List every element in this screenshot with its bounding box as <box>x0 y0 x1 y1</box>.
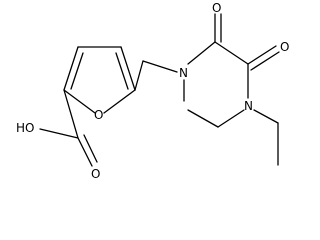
carboxylic-acid-group <box>39 89 98 167</box>
bond-c3-o-b <box>250 51 280 71</box>
bond-c3-o-a <box>247 45 277 65</box>
bond-c2-c3-inner <box>70 52 84 90</box>
chemical-structure: HO O O N N O O <box>16 1 289 181</box>
furan-oxygen-label: O <box>94 108 103 122</box>
methylene-linker <box>134 60 178 91</box>
ethyl-group <box>253 109 279 166</box>
bond-c2-c3 <box>63 46 79 91</box>
bond-c5-ch2 <box>134 60 144 91</box>
piperazine-n1-label: N <box>179 66 188 80</box>
carbonyl-groups <box>214 13 280 71</box>
piperazine-ring <box>183 41 249 128</box>
bond-carboxyl-oh <box>39 128 79 139</box>
keto-oxygen-2-label: O <box>212 1 221 15</box>
bond-carboxyl-o-b <box>83 134 98 163</box>
bond-ch2-n1 <box>142 60 178 73</box>
bond-n4-c5 <box>217 109 245 128</box>
bond-c2-carboxyl <box>63 89 79 139</box>
bond-o1-c2 <box>63 89 96 114</box>
piperazine-n4-label: N <box>244 99 253 113</box>
bond-c4-c5-inner <box>115 52 129 90</box>
furan-ring <box>63 46 136 114</box>
bond-c5-c6 <box>187 109 219 128</box>
bond-n4-ch2 <box>253 109 279 124</box>
bond-n1-c2 <box>187 41 216 65</box>
keto-oxygen-3-label: O <box>280 40 289 54</box>
carboxylic-acid-label: HO <box>16 121 34 135</box>
bond-carboxyl-o-a <box>77 137 93 167</box>
carbonyl-oxygen-acid-label: O <box>91 167 100 181</box>
bond-c4-c5 <box>120 46 136 91</box>
bond-c5-o1 <box>103 89 136 114</box>
bond-c2-c3 <box>214 41 249 65</box>
